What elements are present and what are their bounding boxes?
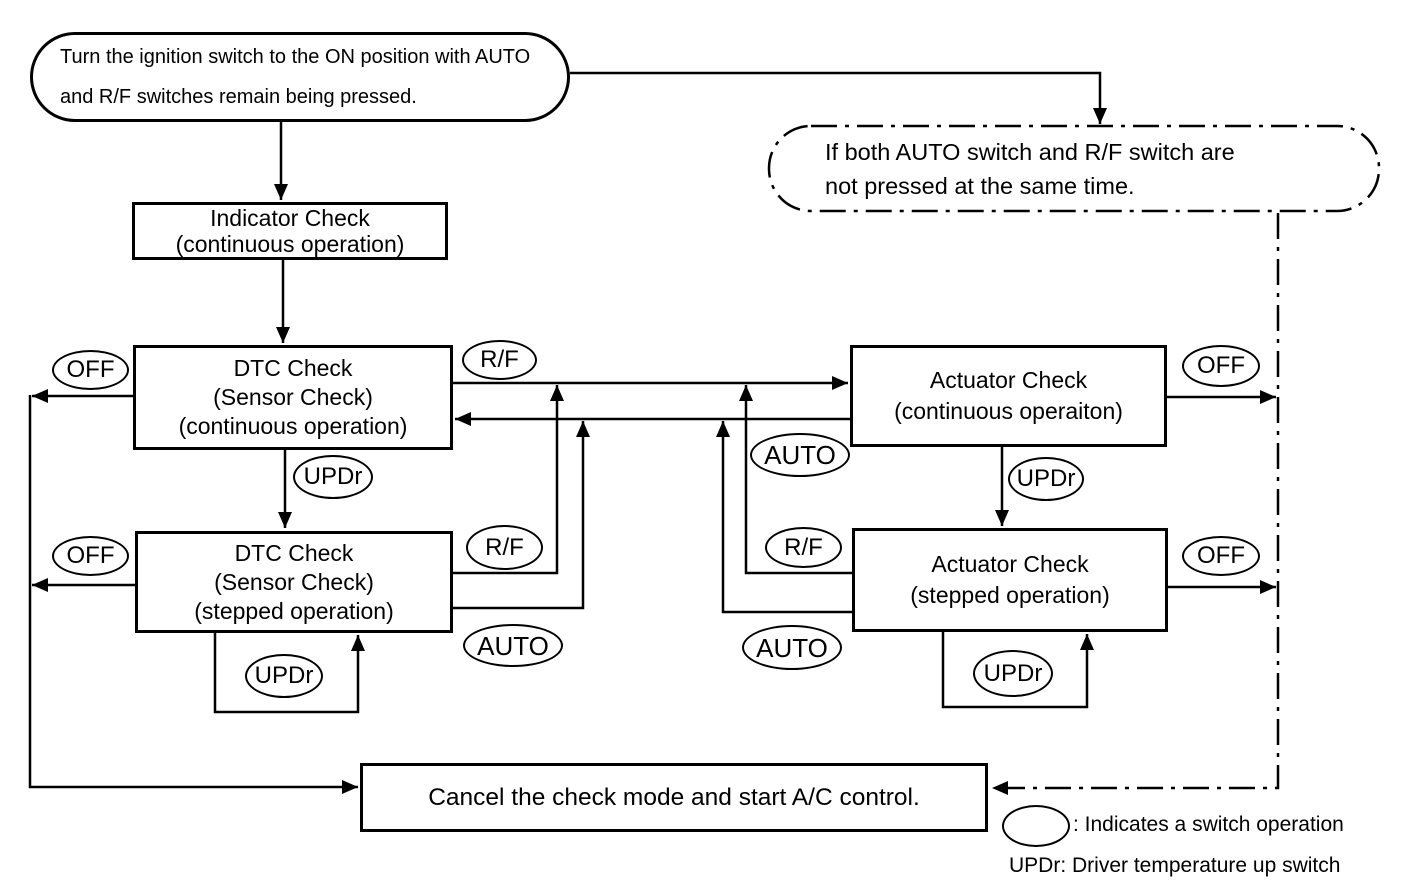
switch-oval-off-1: OFF	[52, 350, 129, 390]
start-node-line2: and R/F switches remain being pressed.	[60, 86, 417, 108]
dtc-continuous-line3: (continuous operation)	[178, 413, 408, 439]
edge-auto-dtc-stepped-merge	[453, 421, 590, 610]
switch-oval-off-3: OFF	[1182, 345, 1260, 387]
cancel-text: Cancel the check mode and start A/C cont…	[428, 784, 920, 811]
indicator-subtitle: (continuous operation)	[175, 231, 405, 257]
actuator-stepped-line1: Actuator Check	[931, 551, 1089, 577]
legend-updr-meaning: UPDr: Driver temperature up switch	[1009, 854, 1341, 877]
switch-oval-auto-1: AUTO	[750, 433, 850, 477]
node-actuator-check-continuous: Actuator Check (continuous operaiton)	[850, 345, 1167, 447]
switch-oval-auto-3: AUTO	[742, 625, 842, 670]
switch-oval-off-4: OFF	[1182, 536, 1260, 576]
dtc-stepped-line1: DTC Check	[234, 539, 354, 566]
node-dtc-check-continuous: DTC Check (Sensor Check) (continuous ope…	[133, 345, 453, 450]
dtc-continuous-line2: (Sensor Check)	[213, 384, 373, 410]
node-cancel-check-mode: Cancel the check mode and start A/C cont…	[360, 763, 988, 832]
switch-oval-updr-3: UPDr	[1008, 457, 1084, 501]
switch-oval-off-2: OFF	[52, 536, 129, 576]
dtc-stepped-line2: (Sensor Check)	[214, 568, 374, 595]
dtc-stepped-line3: (stepped operation)	[194, 597, 394, 624]
switch-oval-updr-4: UPDr	[973, 650, 1053, 697]
actuator-continuous-line1: Actuator Check	[929, 367, 1088, 393]
switch-oval-rf-3: R/F	[765, 527, 842, 568]
switch-oval-rf-1: R/F	[462, 340, 537, 380]
start-node-line1: Turn the ignition switch to the ON posit…	[60, 46, 531, 68]
condition-line2: not pressed at the same time.	[825, 172, 1135, 199]
actuator-stepped-line2: (stepped operation)	[910, 582, 1110, 608]
edge-condition-rail-to-cancel	[992, 213, 1280, 795]
legend-oval-meaning: : Indicates a switch operation	[1073, 813, 1344, 836]
condition-node: If both AUTO switch and R/F switch are n…	[769, 126, 1379, 211]
condition-line1: If both AUTO switch and R/F switch are	[825, 138, 1235, 165]
switch-oval-updr-1: UPDr	[293, 455, 373, 499]
node-actuator-check-stepped: Actuator Check (stepped operation)	[852, 528, 1168, 632]
indicator-title: Indicator Check	[210, 205, 370, 231]
legend-oval-sample	[1002, 805, 1070, 847]
start-node: Turn the ignition switch to the ON posit…	[30, 32, 570, 122]
dtc-continuous-line1: DTC Check	[233, 355, 353, 381]
edge-start-to-condition	[570, 71, 1107, 124]
actuator-continuous-line2: (continuous operaiton)	[894, 398, 1123, 424]
node-indicator-check: Indicator Check (continuous operation)	[132, 202, 448, 260]
switch-oval-rf-2: R/F	[466, 525, 543, 570]
switch-oval-auto-2: AUTO	[463, 624, 563, 667]
switch-oval-updr-2: UPDr	[245, 654, 323, 698]
node-dtc-check-stepped: DTC Check (Sensor Check) (stepped operat…	[135, 531, 453, 633]
